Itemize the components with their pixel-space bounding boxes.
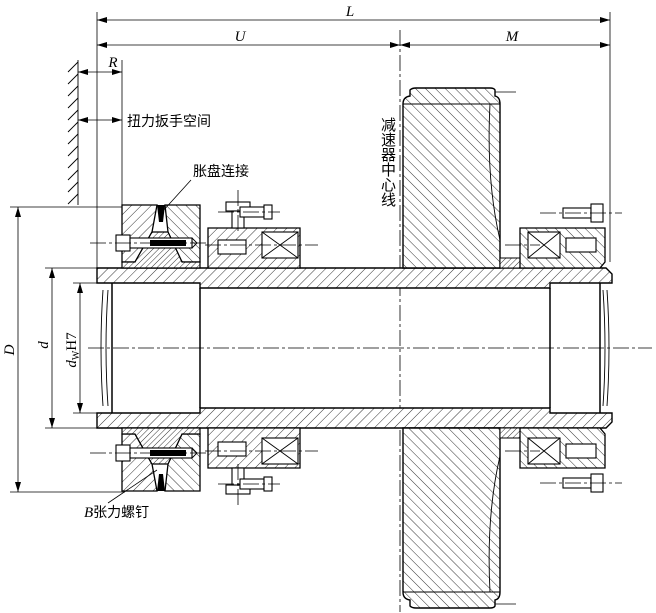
reducer-centerline-label: 减速器中心线	[379, 117, 397, 207]
cover-screw-horizontal	[540, 203, 622, 223]
dimension-U: U	[97, 29, 400, 48]
rubber-seal	[157, 474, 165, 491]
dimension-M-label: M	[505, 29, 520, 45]
torque-wrench-space-callout: 扭力扳手空间	[78, 114, 211, 130]
dimension-L: L	[97, 4, 610, 23]
rubber-seal	[157, 205, 165, 222]
dimension-d-label: d	[36, 341, 52, 349]
dimension-dw: dWH7	[64, 283, 83, 413]
dimension-M: M	[400, 29, 610, 48]
left-seal-housing-upper	[205, 190, 318, 269]
left-circlip	[100, 289, 104, 407]
tension-bolt-prefix: B	[84, 505, 93, 521]
cover-screw-horizontal	[218, 204, 280, 220]
shrink-disc-lower	[90, 427, 210, 492]
shrink-disc-upper	[90, 204, 210, 269]
extension-lines	[10, 12, 611, 493]
dimension-dw-symbol: d	[64, 360, 80, 368]
tension-bolt-callout: B张力螺钉	[84, 469, 158, 521]
right-seal-housing-lower	[505, 427, 622, 493]
output-gear	[402, 87, 521, 609]
hollow-shaft	[96, 267, 613, 429]
dimension-d: d	[36, 268, 55, 428]
dimension-L-label: L	[345, 4, 354, 20]
dimension-dw-label: dWH7	[64, 332, 82, 368]
cover-screw-horizontal	[218, 476, 280, 492]
dimension-dw-subscript: W	[71, 350, 82, 360]
shrink-disc-connection-label: 胀盘连接	[193, 163, 249, 180]
right-circlip	[602, 289, 606, 407]
cover-screw-horizontal	[540, 473, 622, 493]
left-seal-housing-lower	[205, 427, 318, 506]
dimension-D: D	[2, 207, 21, 492]
tension-bolt-text: 张力螺钉	[93, 505, 149, 521]
dimension-R-label: R	[107, 55, 117, 71]
dimension-D-label: D	[2, 344, 18, 356]
dimension-dw-tolerance: H7	[64, 332, 80, 351]
torque-wrench-space-label: 扭力扳手空间	[127, 114, 211, 130]
right-seal-housing-upper	[505, 203, 622, 269]
dimension-U-label: U	[235, 29, 247, 45]
shrink-disc-connection-callout: 胀盘连接	[161, 163, 249, 213]
dimension-R: R	[78, 55, 122, 75]
wall-boundary	[67, 60, 79, 205]
tension-bolt-label: B张力螺钉	[84, 505, 149, 521]
